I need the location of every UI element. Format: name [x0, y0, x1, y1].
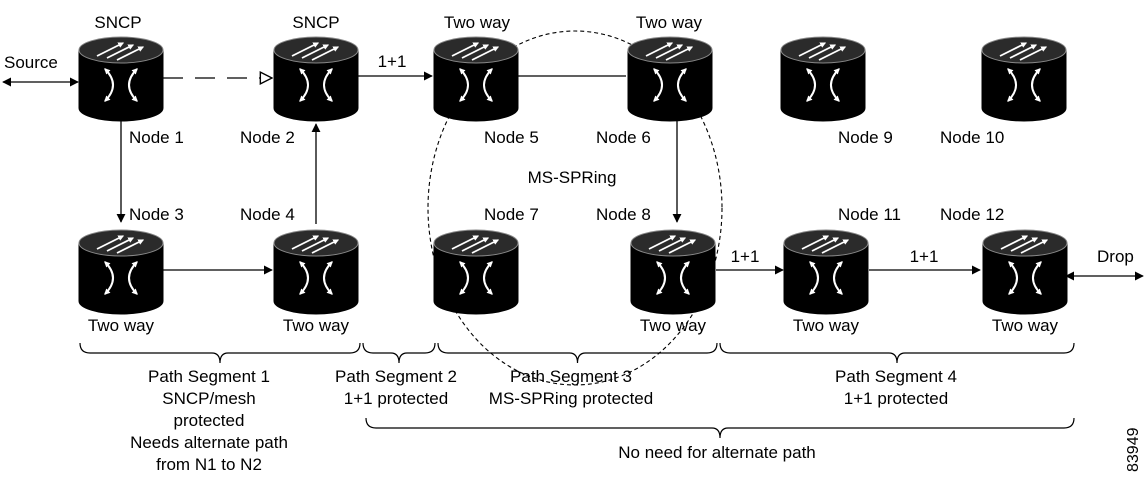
- figure-id: 83949: [1125, 427, 1142, 472]
- node-8-role-label: Two way: [640, 316, 707, 335]
- segment-4-line-1: 1+1 protected: [844, 389, 948, 408]
- node-2-label: Node 2: [240, 128, 295, 147]
- nodes-layer: [78, 36, 1068, 315]
- link-n11-n12-label: 1+1: [910, 247, 939, 266]
- segment-3-line-1: MS-SPRing protected: [489, 389, 653, 408]
- node-4-label: Node 4: [240, 205, 295, 224]
- node-3-label: Node 3: [129, 205, 184, 224]
- segment-1-brace: [79, 342, 361, 364]
- node-7-label: Node 7: [484, 205, 539, 224]
- node-5-role-label: Two way: [444, 13, 511, 32]
- segment-4-brace: [719, 342, 1075, 364]
- node-4-role-label: Two way: [283, 316, 350, 335]
- router-n12-icon: [982, 229, 1068, 315]
- no-alternate-path-brace: [365, 417, 1075, 439]
- link-n8-n11-label: 1+1: [731, 247, 760, 266]
- node-10-label: Node 10: [940, 128, 1004, 147]
- ms-spring-ring: [427, 30, 723, 386]
- node-6-label: Node 6: [596, 128, 651, 147]
- segment-2-line-1: 1+1 protected: [344, 389, 448, 408]
- segment-brackets: [79, 342, 1075, 439]
- node-11-role-label: Two way: [793, 316, 860, 335]
- segment-3-title: Path Segment 3: [510, 367, 632, 386]
- segment-1-line-3: Needs alternate path: [130, 433, 288, 452]
- links: [2, 76, 1144, 281]
- node-12-label: Node 12: [940, 205, 1004, 224]
- node-1-label: Node 1: [129, 128, 184, 147]
- router-n3-icon: [78, 229, 164, 315]
- segment-3-brace: [437, 342, 718, 364]
- router-n8-icon: [630, 229, 716, 315]
- router-n5-icon: [433, 36, 519, 122]
- node-12-role-label: Two way: [992, 316, 1059, 335]
- drop-label: Drop: [1097, 247, 1134, 266]
- router-n2-icon: [273, 36, 359, 122]
- node-2-role-label: SNCP: [292, 13, 339, 32]
- source-label: Source: [4, 53, 58, 72]
- node-11-label: Node 11: [838, 205, 901, 224]
- segment-2-brace: [362, 342, 436, 364]
- router-n10-icon: [981, 36, 1067, 122]
- router-n11-icon: [783, 229, 869, 315]
- ms-spring-label: MS-SPRing: [528, 168, 617, 187]
- no-alternate-path-note: No need for alternate path: [618, 443, 816, 462]
- node-8-label: Node 8: [596, 205, 651, 224]
- segment-2-title: Path Segment 2: [335, 367, 457, 386]
- segment-1-line-1: SNCP/mesh: [162, 389, 256, 408]
- router-n4-icon: [273, 229, 359, 315]
- router-n6-icon: [627, 36, 713, 122]
- node-6-role-label: Two way: [636, 13, 703, 32]
- router-n9-icon: [780, 36, 866, 122]
- router-n7-icon: [433, 229, 519, 315]
- node-5-label: Node 5: [484, 128, 539, 147]
- router-n1-icon: [78, 36, 164, 122]
- node-3-role-label: Two way: [88, 316, 155, 335]
- node-1-role-label: SNCP: [94, 13, 141, 32]
- segment-1-line-2: protected: [174, 411, 245, 430]
- link-n2-n5-label: 1+1: [378, 52, 407, 71]
- node-9-label: Node 9: [838, 128, 893, 147]
- segment-4-title: Path Segment 4: [835, 367, 957, 386]
- segment-1-line-4: from N1 to N2: [156, 455, 262, 474]
- segment-1-title: Path Segment 1: [148, 367, 270, 386]
